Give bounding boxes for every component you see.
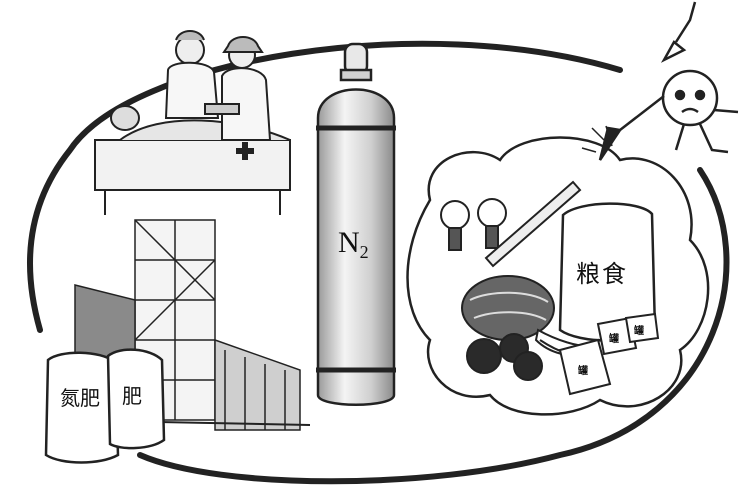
fertilizer-bag-left-label: 氮肥 [60,382,100,411]
cylinder-formula-label: N2 [338,226,369,263]
goods-cloud [406,136,710,416]
food-package-label-1: 罐 [578,366,588,377]
cylinder-subscript: 2 [359,242,369,262]
food-package-label-2: 罐 [609,334,619,345]
cylinder-formula: N [338,226,360,259]
surgery-scene [94,30,291,215]
light-bulbs [440,198,507,251]
nitrogen-cylinder [316,42,396,406]
surrounding-ellipse [27,40,730,485]
fertilizer-bags [44,348,166,464]
mascot-character [581,1,739,161]
grain-sack-label: 粮食 [576,260,628,288]
food-packages [558,312,660,396]
fertilizer-bag-right-label: 肥 [122,384,142,408]
food-package-label-3: 罐 [634,326,644,337]
fluorescent-tube [484,180,582,268]
fertilizer-bag-left-char2: 肥 [80,386,100,410]
fertilizer-bag-left-char1: 氮 [60,386,80,410]
